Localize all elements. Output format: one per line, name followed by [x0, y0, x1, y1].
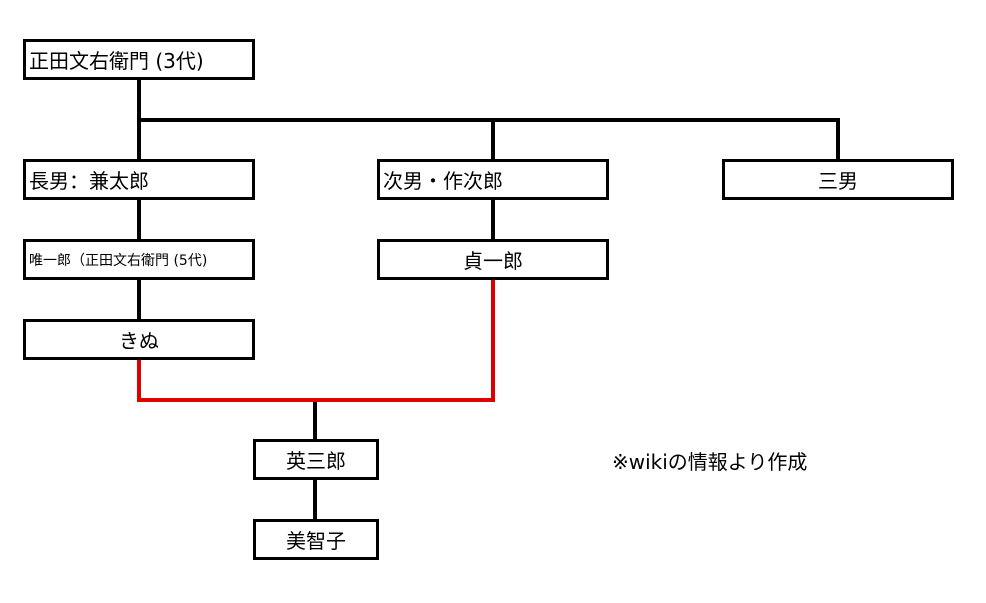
node-michiko: 美智子: [253, 519, 379, 560]
node-yuichiro: 唯一郎（正田文右衛門 (5代): [23, 239, 255, 280]
node-eizaburo: 英三郎: [253, 439, 379, 480]
source-note: ※wikiの情報より作成: [612, 450, 808, 474]
node-teiichiro: 貞一郎: [377, 239, 609, 280]
node-kinu: きぬ: [23, 319, 255, 360]
node-second-son: 次男・作次郎: [377, 159, 609, 200]
node-founder: 正田文右衛門 (3代): [23, 39, 255, 80]
node-first-son: 長男：兼太郎: [23, 159, 255, 200]
marriage-line: [137, 280, 495, 402]
node-third-son: 三男: [722, 159, 954, 200]
